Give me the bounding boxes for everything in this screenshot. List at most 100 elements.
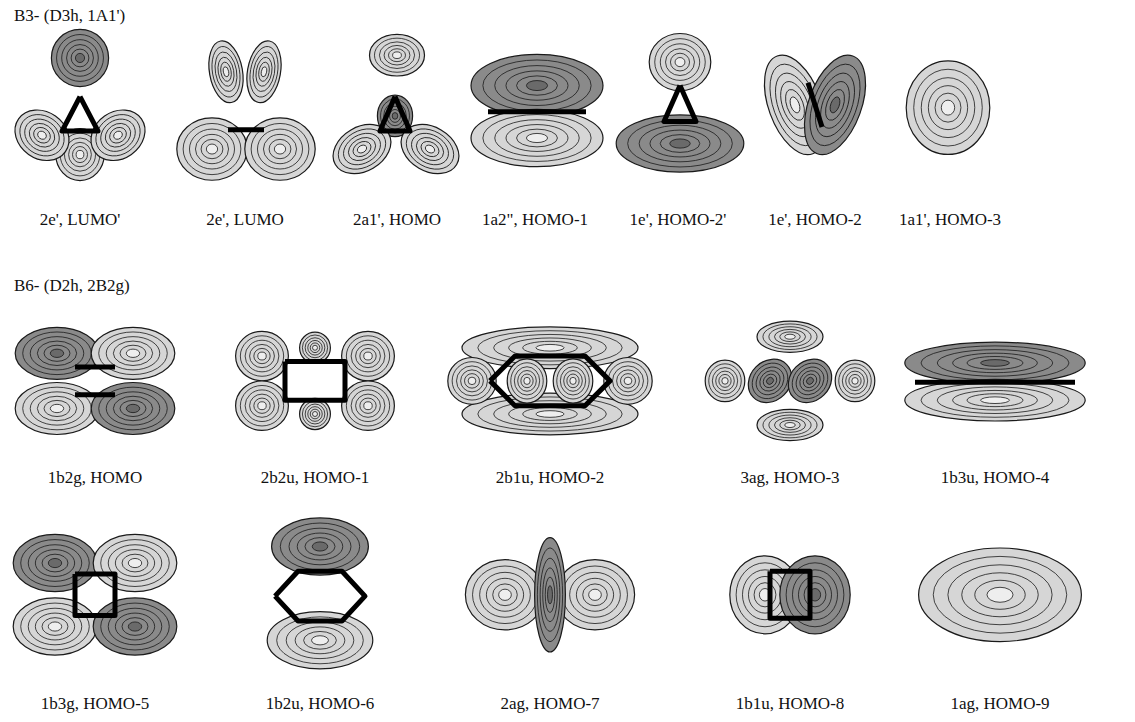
orbital-label: 3ag, HOMO-3 [740,468,839,488]
contour-line [765,376,775,386]
contour-line [5,100,79,171]
contour-line [620,374,635,389]
orbital-label: 2b2u, HOMO-1 [261,468,370,488]
orbital-plot [15,327,175,434]
contour-line [792,47,877,163]
contour-line [953,353,1038,373]
contour-line [206,144,217,154]
contour-line [905,379,1085,421]
contour-line [624,377,632,384]
contour-line [236,381,289,430]
contour-line [280,523,359,570]
contour-line [356,394,381,417]
contour-line [81,100,155,171]
contour-line [393,52,402,59]
contour-line [216,56,236,88]
contour-line [342,331,395,380]
contour-line [258,402,266,410]
contour-line [962,573,1039,617]
contour-line [790,361,829,400]
contour-line [50,404,63,412]
contour-line [302,401,327,427]
bond-line [75,365,115,370]
orbital-plot [267,518,373,669]
orbital-plot [730,556,850,634]
bond-line [664,86,696,122]
contour-line [304,631,337,649]
contour-line [452,362,492,400]
bond-line [488,109,586,114]
orbital-label: 1b3u, HOMO-4 [941,468,1050,488]
contour-line [351,340,385,372]
contour-line [511,363,543,399]
contour-line [537,548,562,642]
contour-line [69,142,92,166]
contour-line [785,356,835,406]
contour-line [670,53,689,71]
contour-line [589,589,602,600]
contour-line [761,371,780,390]
orbital-plot [906,61,990,155]
contour-line [842,368,867,395]
orbital-lobe [242,38,285,105]
orbital-lobe [342,381,395,430]
orbital-lobe [555,560,634,630]
contour-line [189,129,234,169]
orbital-lobe [300,332,331,363]
contour-line [779,350,840,411]
contour-line [712,368,737,395]
contour-line [295,627,345,654]
contour-line [448,357,496,404]
contour-line [424,144,436,155]
contour-line [305,338,325,358]
contour-line [126,404,139,412]
contour-line [835,360,875,402]
contour-line [921,346,1069,380]
contour-line [312,636,329,645]
contour-line [483,60,591,111]
orbital-plot [448,327,652,435]
contour-line [801,371,820,390]
orbital-label: 1b3g, HOMO-5 [41,694,150,714]
orbital-lobe [324,115,399,184]
contour-line [388,49,405,62]
orbital-lobe [757,409,823,440]
orbital-plot [5,29,155,180]
orbital-lobe [93,598,177,655]
contour-line [709,364,741,398]
contour-line [360,348,376,363]
orbital-plot [905,342,1085,421]
contour-line [763,412,817,438]
contour-line [553,359,593,403]
contour-line [464,374,479,389]
contour-line [250,344,275,367]
contour-line [521,374,533,388]
orbital-lobe [507,359,547,403]
contour-line [242,38,285,105]
contour-line [71,49,89,67]
contour-line [15,327,99,379]
orbital-lobe [177,118,247,180]
contour-line [780,556,850,634]
contour-line [563,566,628,624]
contour-line [769,327,811,347]
contour-line [722,378,728,385]
contour-line [666,49,695,76]
contour-line [113,396,152,420]
contour-line [555,560,634,630]
bond-line [915,380,1075,385]
contour-line [258,352,266,360]
contour-line [796,367,825,396]
contour-line [567,374,579,388]
cluster-heading: B6- (D2h, 2B2g) [14,276,130,296]
orbital-plot [177,38,315,180]
contour-line [122,554,148,572]
contour-line [975,580,1025,609]
contour-line [804,583,826,607]
contour-line [377,95,412,137]
contour-line [305,404,325,424]
contour-line [324,115,399,184]
orbital-lobe [370,34,425,76]
contour-line [639,125,721,162]
contour-line [649,34,711,91]
